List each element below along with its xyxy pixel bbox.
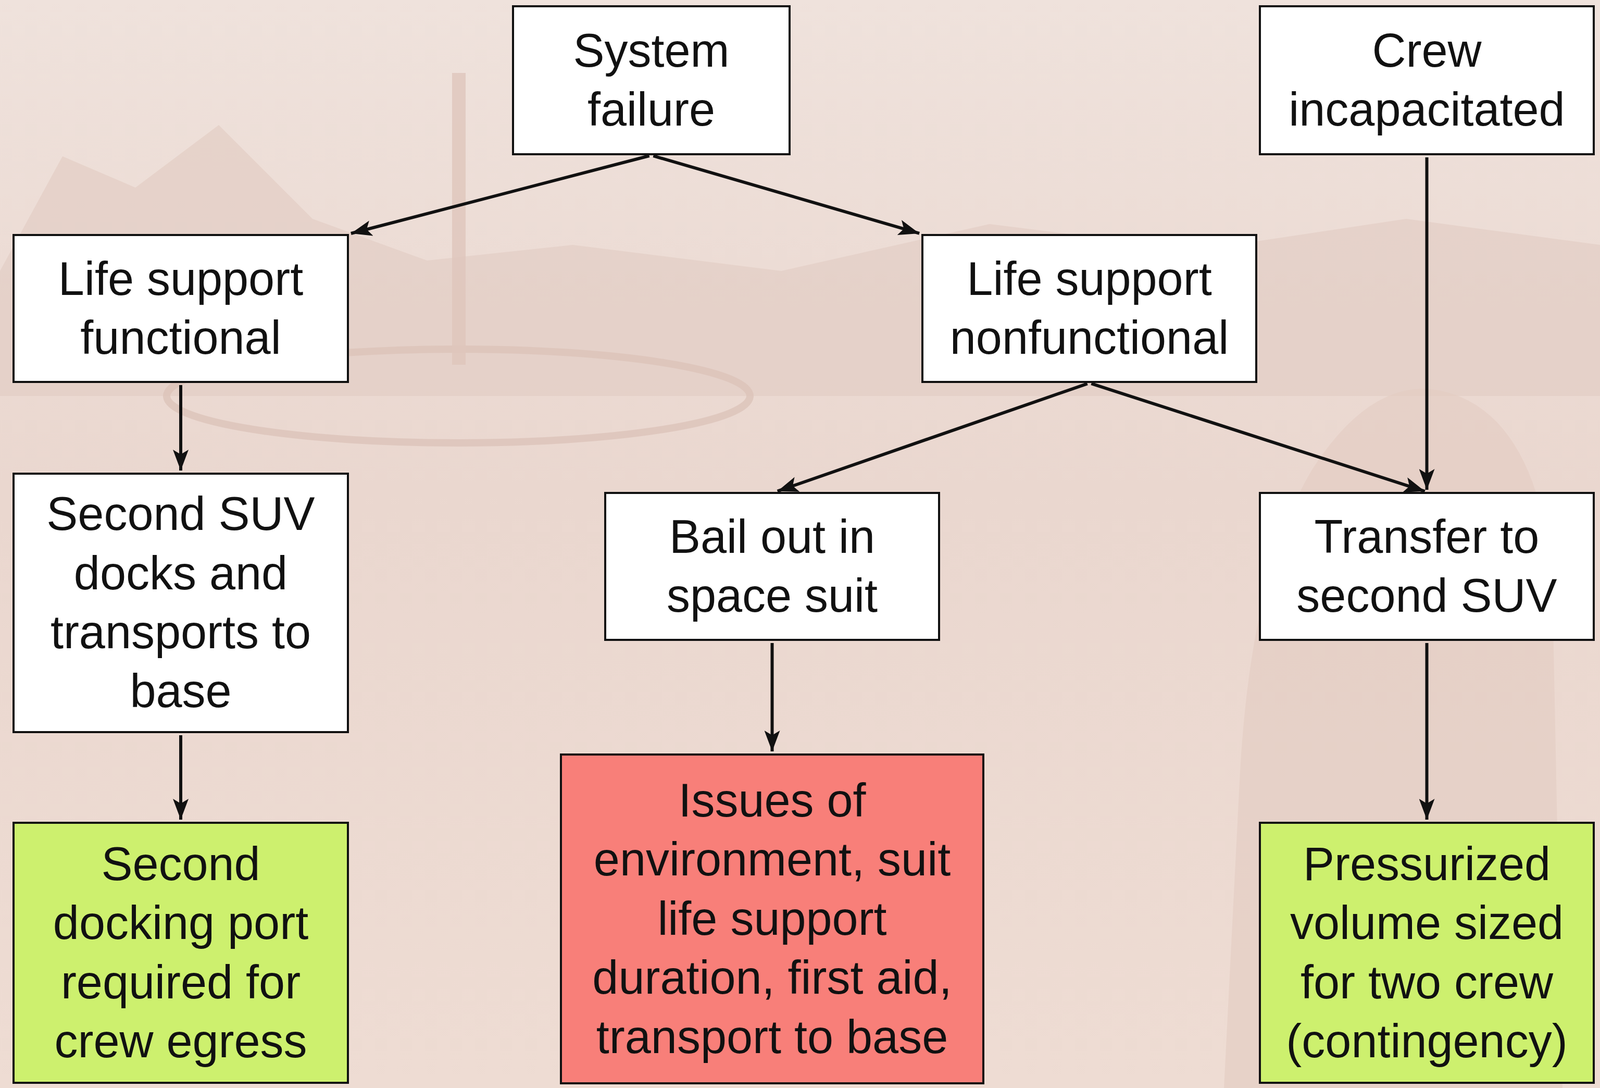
box-label: Life support functional [26, 249, 336, 368]
box-label: Second docking port required for crew eg… [26, 834, 336, 1071]
flow-arrow [1425, 157, 1429, 490]
outcome-box: Second docking port required for crew eg… [12, 821, 349, 1084]
box-label: Bail out in space suit [617, 507, 927, 626]
box-label: Pressurized volume sized for two crew (c… [1272, 834, 1582, 1071]
process-box: Life support nonfunctional [921, 233, 1258, 383]
process-box: Transfer to second SUV [1258, 491, 1595, 641]
flow-arrow [179, 384, 183, 471]
box-label: System failure [525, 21, 778, 140]
process-box: Crew incapacitated [1258, 5, 1595, 156]
flow-arrow [1425, 642, 1429, 820]
box-label: Issues of environment, suit life support… [573, 770, 971, 1067]
flow-arrow [770, 642, 774, 752]
box-label: Crew incapacitated [1272, 21, 1582, 140]
flow-arrow [777, 383, 1088, 491]
flow-arrow [1091, 383, 1425, 492]
background-hills [0, 125, 1600, 396]
flow-arrow [351, 155, 650, 234]
process-box: Bail out in space suit [604, 491, 941, 641]
background-tower [452, 72, 466, 365]
flow-arrow [179, 734, 183, 820]
box-label: Life support nonfunctional [934, 249, 1244, 368]
issue-box: Issues of environment, suit life support… [559, 753, 985, 1084]
box-label: Transfer to second SUV [1272, 507, 1582, 626]
flow-arrow [653, 155, 920, 234]
process-box: Life support functional [12, 233, 349, 383]
process-box: Second SUV docks and transports to base [12, 472, 349, 733]
process-box: System failure [511, 5, 791, 156]
outcome-box: Pressurized volume sized for two crew (c… [1258, 821, 1595, 1084]
box-label: Second SUV docks and transports to base [26, 484, 336, 721]
